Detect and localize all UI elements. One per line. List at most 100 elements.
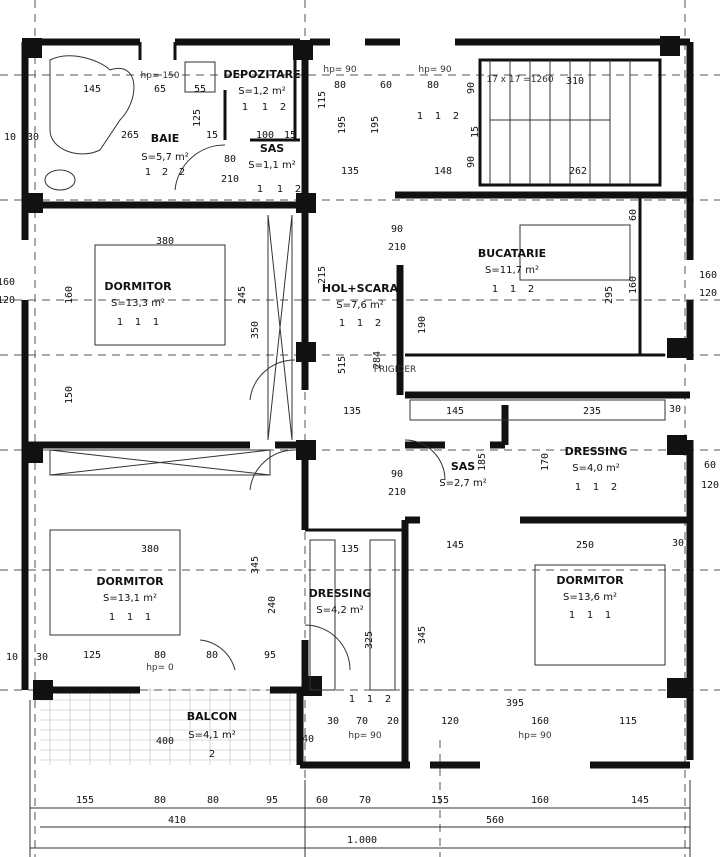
room-code: 1 — [127, 612, 133, 623]
dimensions-bottom: 155 80 80 95 60 70 155 160 145 410 560 1… — [76, 795, 649, 846]
dimension-label: 1.000 — [347, 835, 377, 846]
room-dressing-2: DRESSING S=4,2 m² 1 1 2 — [309, 587, 392, 705]
dimension-label: 60 — [704, 460, 716, 471]
dimension-label: 400 — [156, 736, 174, 747]
room-area: S=2,7 m² — [439, 478, 487, 489]
dimension-label: 60 — [380, 80, 392, 91]
dimension-label: 95 — [264, 650, 276, 661]
dimension-label: 185 — [477, 453, 488, 471]
dimension-label: 115 — [317, 91, 328, 109]
dimension-label: 262 — [569, 166, 587, 177]
sink — [184, 61, 216, 93]
room-name: SAS — [260, 142, 284, 155]
dimension-label: 160 — [628, 276, 639, 294]
dimension-label: 160 — [64, 286, 75, 304]
room-code: 2 — [528, 284, 534, 295]
balcony-floor-grid — [40, 688, 300, 765]
dimension-label: 345 — [250, 556, 261, 574]
room-name: DORMITOR — [104, 280, 172, 293]
dimension-lines — [29, 700, 691, 857]
room-balcon: BALCON S=4,1 m² 2 — [187, 710, 238, 760]
room-code: 1 — [117, 317, 123, 328]
dimension-label: 30 — [672, 538, 684, 549]
stairs — [489, 60, 631, 185]
dimension-label: 160 — [531, 716, 549, 727]
room-area: S=13,6 m² — [563, 592, 617, 603]
room-code: 1 — [262, 102, 268, 113]
dimension-label: 210 — [388, 487, 406, 498]
room-name: SAS — [451, 460, 475, 473]
dimension-label: 160 — [0, 277, 15, 288]
dimension-label: 215 — [317, 266, 328, 284]
room-area: S=4,2 m² — [316, 605, 364, 616]
dimension-label: 120 — [699, 288, 717, 299]
dimension-label: 210 — [388, 242, 406, 253]
room-code: 1 — [145, 612, 151, 623]
dimension-label: 80 — [154, 650, 166, 661]
dimension-label: 60 — [316, 795, 328, 806]
room-area: S=1,2 m² — [238, 86, 286, 97]
wardrobe-2 — [49, 449, 271, 476]
dimension-label: 350 — [250, 321, 261, 339]
dimension-label: 120 — [441, 716, 459, 727]
dimension-label: 70 — [359, 795, 371, 806]
dimension-label: 10 — [4, 132, 16, 143]
dimension-label: 160 — [699, 270, 717, 281]
room-code: 1 — [417, 111, 423, 122]
kitchen-table — [519, 224, 631, 281]
dimension-label: 125 — [192, 109, 203, 127]
dimension-label: 80 — [224, 154, 236, 165]
room-name: DRESSING — [565, 445, 628, 458]
dimension-label: 150 — [64, 386, 75, 404]
dimension-label: 235 — [583, 406, 601, 417]
dimension-label: 160 — [531, 795, 549, 806]
dimension-label: 395 — [506, 698, 524, 709]
dimension-label: 135 — [341, 544, 359, 555]
room-area: S=13,3 m² — [111, 298, 165, 309]
dimension-label: 135 — [343, 406, 361, 417]
dimension-label: 560 — [486, 815, 504, 826]
dimension-label: 90 — [391, 469, 403, 480]
room-area: S=5,7 m² — [141, 152, 189, 163]
room-code: 1 — [349, 694, 355, 705]
bed-1 — [94, 244, 226, 346]
dimension-label: 90 — [466, 82, 477, 94]
dimension-label: 15 — [206, 130, 218, 141]
room-code: 1 — [492, 284, 498, 295]
room-bucatarie: BUCATARIE S=11,7 m² 1 1 2 — [478, 247, 546, 295]
room-code: 1 — [357, 318, 363, 329]
room-code: 1 — [569, 610, 575, 621]
room-dormitor-1: DORMITOR S=13,3 m² 1 1 1 — [104, 280, 172, 328]
dimension-label: 155 — [431, 795, 449, 806]
room-name: BALCON — [187, 710, 238, 723]
wardrobe-1 — [267, 214, 293, 441]
dimension-label: 80 — [206, 650, 218, 661]
room-code: 1 — [593, 482, 599, 493]
stairs-label: 17 x 17 =1260 — [486, 75, 554, 85]
room-baie: BAIE S=5,7 m² 1 2 2 — [141, 132, 189, 178]
misc-labels: FRIGIDER 17 x 17 =1260 hp= 150 hp= 90 hp… — [141, 65, 554, 741]
dimension-label: 80 — [154, 795, 166, 806]
hp-label: hp= 150 — [141, 71, 180, 81]
dimension-label: 10 — [6, 652, 18, 663]
dimension-label: 210 — [221, 174, 239, 185]
dimension-label: 145 — [446, 540, 464, 551]
room-area: S=13,1 m² — [103, 593, 157, 604]
room-code: 1 — [257, 184, 263, 195]
dimension-label: 60 — [628, 209, 639, 221]
dimension-label: 245 — [237, 286, 248, 304]
dimensions-lower: 380 345 240 135 325 345 145 250 30 125 8… — [83, 538, 684, 747]
room-code: 2 — [295, 184, 301, 195]
dimension-label: 148 — [434, 166, 452, 177]
dimension-label: 190 — [417, 316, 428, 334]
room-code: 1 — [153, 317, 159, 328]
dimension-label: 250 — [576, 540, 594, 551]
hp-label: hp= 90 — [323, 65, 357, 75]
room-area: S=4,0 m² — [572, 463, 620, 474]
room-code: 1 — [277, 184, 283, 195]
dimension-label: 284 — [372, 351, 383, 369]
toilet — [44, 169, 76, 191]
dimension-label: 125 — [83, 650, 101, 661]
dimension-label: 345 — [417, 626, 428, 644]
